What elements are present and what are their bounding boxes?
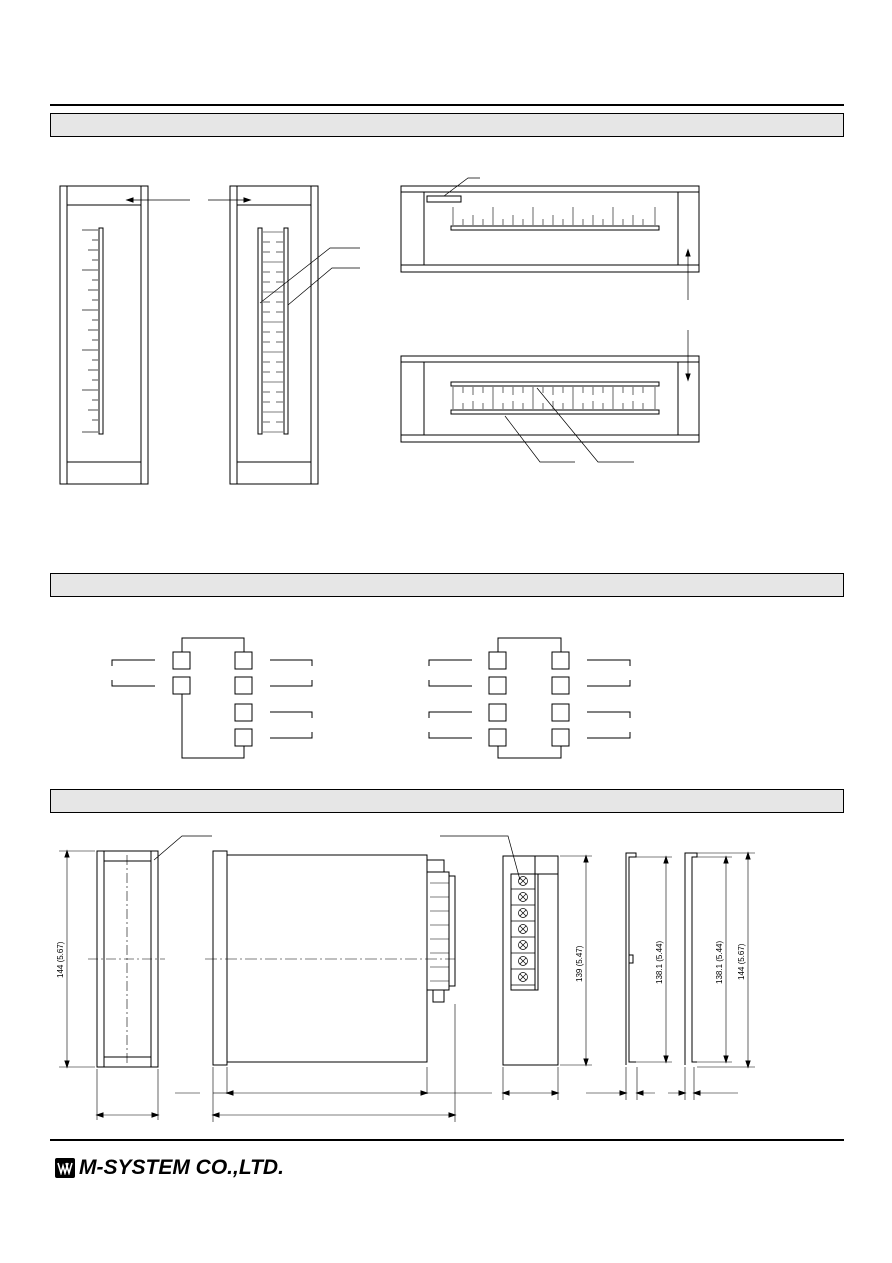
horizontal-scale-ticks	[452, 207, 656, 225]
section-band-external-dimensions	[50, 789, 844, 813]
header-rule	[50, 104, 844, 106]
dimension-panel-cutout-a	[586, 852, 672, 1100]
company-logo-icon	[55, 1158, 75, 1178]
horizontal-meter-dual	[400, 330, 700, 463]
section-band-connection-diagram	[50, 573, 844, 597]
terminal-screw-icons	[511, 876, 535, 986]
connection-diagram-left	[111, 637, 313, 759]
footer-rule	[50, 1139, 844, 1141]
dimension-panel-cutout-b	[668, 851, 755, 1100]
dim-label-138-1-b: 138.1 (5.44)	[715, 941, 724, 984]
dimension-rear-view	[500, 835, 592, 1100]
dual-horizontal-ticks	[452, 387, 656, 409]
dual-scale-ticks	[263, 231, 283, 433]
section-band-front-view	[50, 113, 844, 137]
dim-label-139: 139 (5.47)	[575, 945, 584, 982]
horizontal-meter-single	[400, 177, 700, 300]
dim-label-144: 144 (5.67)	[56, 941, 65, 978]
dim-label-138-1: 138.1 (5.44)	[655, 941, 664, 984]
dimension-side-view	[205, 835, 500, 1122]
vertical-scale-ticks	[82, 229, 98, 433]
vertical-meter-dual	[208, 185, 360, 485]
dim-label-144-b: 144 (5.67)	[737, 943, 746, 980]
vertical-meter-single	[59, 185, 190, 485]
company-name: M-SYSTEM CO.,LTD.	[79, 1156, 284, 1179]
company-logo: M-SYSTEM CO.,LTD.	[55, 1155, 284, 1181]
connection-diagram-right	[428, 637, 631, 759]
dimension-front-view	[59, 835, 212, 1120]
